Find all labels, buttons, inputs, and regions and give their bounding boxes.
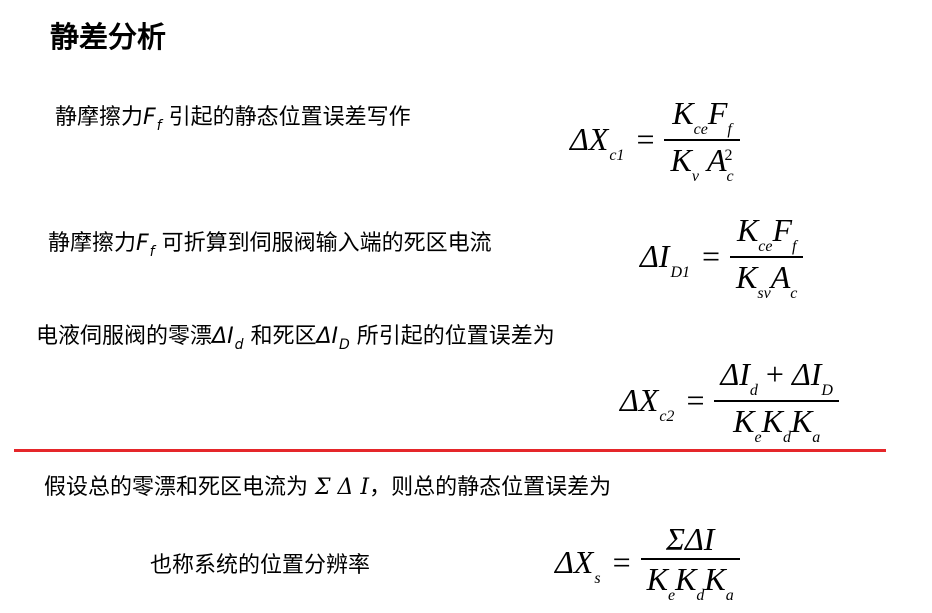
var-delta-id: ΔI (212, 324, 234, 349)
text-l3-mid: 和死区 (243, 324, 317, 349)
f2-equals: = (702, 238, 721, 275)
var-delta-iD-sub: D (339, 337, 350, 353)
text-l1-suffix: 引起的静态位置误差写作 (161, 105, 411, 130)
f3-fraction-bar (714, 400, 839, 402)
text-line-static-friction-error: 静摩擦力Ff 引起的静态位置误差写作 (55, 103, 411, 135)
symbol-sum-delta-i: Σ Δ I (315, 475, 370, 500)
f2-fraction: KceFf KsvAc (730, 211, 804, 303)
f4-denominator: KeKdKa (646, 560, 734, 604)
formula-delta-xs: ΔXs = ΣΔI KeKdKa (555, 520, 740, 605)
f4-fraction: ΣΔI KeKdKa (640, 520, 740, 605)
f1-fraction-bar (664, 139, 740, 141)
text-l4-suffix: ，则总的静态位置误差为 (369, 475, 612, 500)
f3-fraction: ΔId + ΔID KeKdKa (714, 355, 839, 447)
var-Ff-sub: f (149, 244, 155, 260)
text-l2-prefix: 静摩擦力 (48, 231, 137, 256)
formula-delta-id1: ΔID1 = KceFf KsvAc (640, 211, 804, 303)
f2-denominator: KsvAc (736, 258, 798, 302)
var-delta-iD: ΔI (316, 324, 338, 349)
text-line-resolution: 也称系统的位置分辨率 (150, 553, 371, 578)
text-l3-prefix: 电液伺服阀的零漂 (36, 324, 213, 349)
f3-equals: = (686, 382, 705, 419)
f4-fraction-bar (640, 558, 740, 560)
f3-lhs: ΔXc2 (620, 382, 675, 426)
var-Ff-sub: f (156, 118, 162, 134)
var-Ff: F (136, 231, 149, 256)
f2-lhs: ΔID1 (640, 238, 690, 282)
f2-numerator: KceFf (736, 212, 797, 255)
text-l1-prefix: 静摩擦力 (55, 105, 144, 130)
var-delta-id-sub: d (234, 337, 244, 353)
f1-equals: = (636, 121, 655, 158)
formula-delta-xc2: ΔXc2 = ΔId + ΔID KeKdKa (620, 355, 839, 447)
text-line-total-drift: 假设总的零漂和死区电流为 Σ Δ I，则总的静态位置误差为 (44, 473, 611, 503)
text-l2-suffix: 可折算到伺服阀输入端的死区电流 (154, 231, 492, 256)
text-line-dead-zone-current: 静摩擦力Ff 可折算到伺服阀输入端的死区电流 (48, 229, 492, 261)
f4-numerator: ΣΔI (665, 521, 715, 557)
f2-fraction-bar (730, 256, 804, 258)
var-Ff: F (143, 105, 156, 130)
f3-numerator: ΔId + ΔID (720, 356, 833, 399)
f4-lhs: ΔXs (555, 543, 601, 587)
f1-lhs: ΔXc1 (570, 121, 625, 165)
f4-equals: = (612, 543, 631, 580)
f1-numerator: KceFf (672, 95, 732, 138)
f3-denominator: KeKdKa (733, 402, 821, 446)
section-divider (14, 449, 886, 452)
text-line-servo-valve-error: 电液伺服阀的零漂ΔId 和死区ΔID 所引起的位置误差为 (36, 322, 555, 354)
text-l3-suffix: 所引起的位置误差为 (349, 324, 555, 349)
page-title: 静差分析 (50, 20, 167, 54)
text-l4-prefix: 假设总的零漂和死区电流为 (44, 475, 315, 500)
